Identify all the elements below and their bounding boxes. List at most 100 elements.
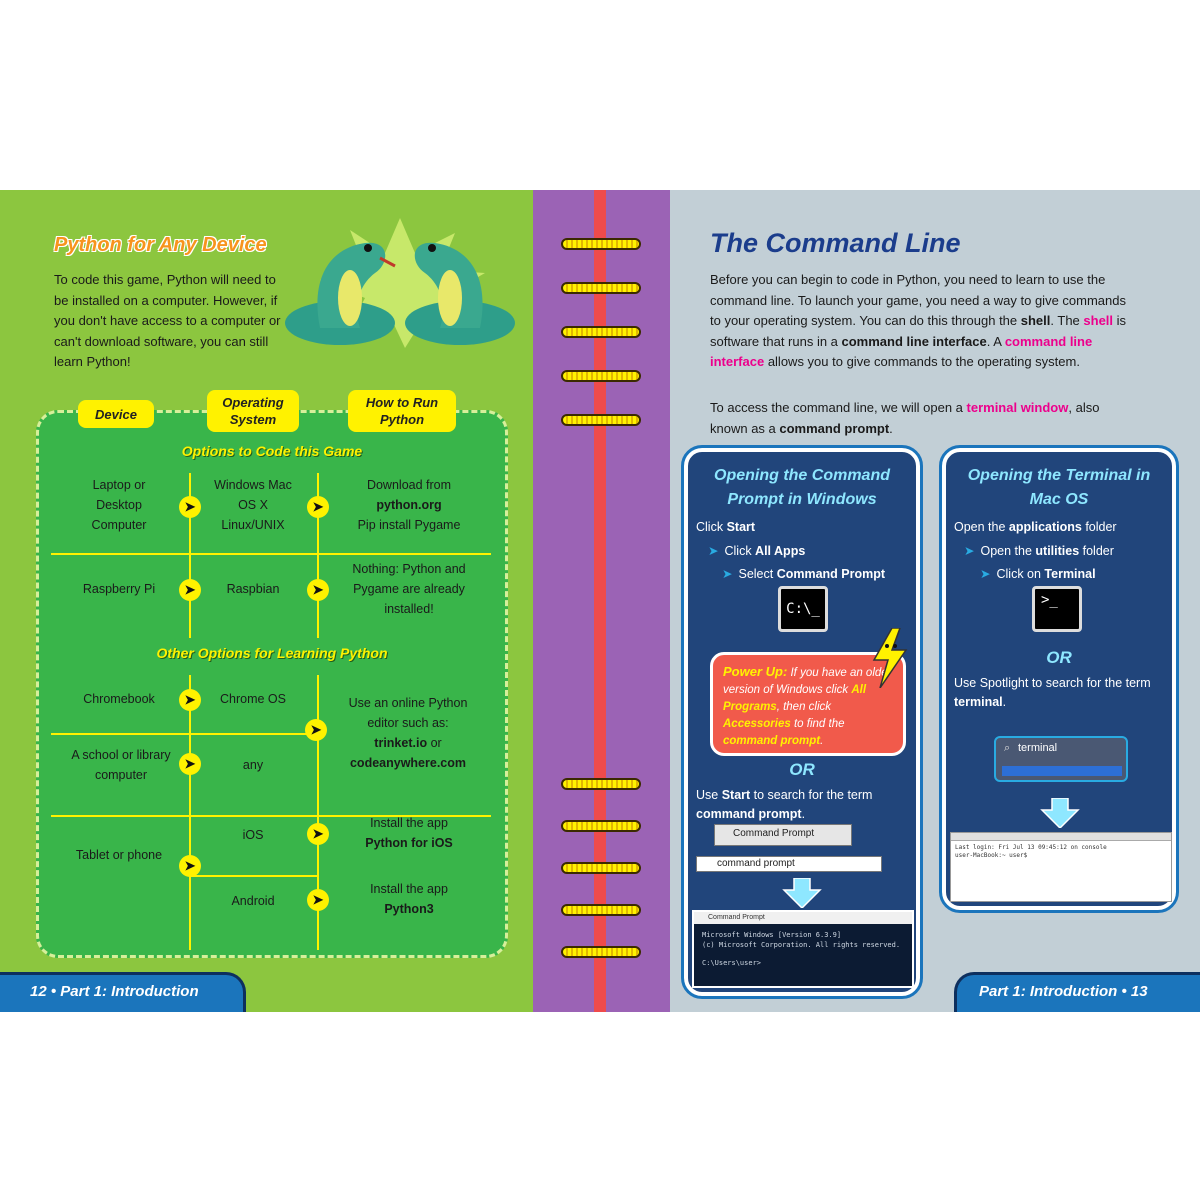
online-run-trinket: trinket.io [374, 736, 428, 750]
section-title-options: Options to Code this Game [181, 443, 363, 459]
arrow-icon: ➤ [307, 496, 329, 518]
intro-text: is software that runs in a [710, 313, 1127, 349]
terminal-line: Last login: Fri Jul 13 09:45:12 on conso… [955, 844, 1107, 851]
arrow-icon: ➤ [307, 579, 329, 601]
terminal-icon: >_ [1032, 586, 1082, 632]
step-bold: Start [721, 788, 751, 802]
spotlight-search: ⌕ terminal [994, 736, 1128, 782]
step-text: folder [1079, 544, 1114, 558]
right-footer-text: Part 1: Introduction • 13 [979, 983, 1148, 1000]
options-table-box: Options to Code this Game Laptop or Desk… [36, 410, 508, 958]
intro-text: . A [986, 333, 1005, 349]
step-text: Open the [954, 520, 1009, 534]
arrow-icon: ➤ [305, 719, 327, 741]
snakes-illustration [285, 218, 515, 348]
cell-tablet-device: Tablet or phone [75, 848, 163, 862]
cmd-window-titlebar: Command Prompt [694, 912, 912, 924]
step-text: Use [696, 788, 722, 802]
right-page-footer: Part 1: Introduction • 13 [954, 972, 1200, 1012]
start-search-result: Command Prompt [714, 824, 852, 846]
down-arrow-icon [1040, 798, 1080, 828]
windows-panel-title: Opening the Command Prompt in Windows [714, 467, 890, 508]
left-page-footer: 12 • Part 1: Introduction [0, 972, 246, 1012]
power-up-callout: Power Up: If you have an older version o… [710, 652, 906, 756]
cell-pi-device: Raspberry Pi [82, 582, 156, 596]
right-intro-paragraph: Before you can begin to code in Python, … [710, 270, 1130, 373]
step-text: Use Spotlight to search for the term [954, 676, 1151, 690]
left-intro-paragraph: To code this game, Python will need to b… [54, 272, 281, 369]
arrow-icon: ➤ [307, 889, 329, 911]
mac-instructions-panel: Opening the Terminal in Mac OS Open the … [939, 445, 1179, 913]
spiral-ring [561, 370, 641, 382]
cell-ios-run: Install the app Python for iOS [339, 813, 479, 853]
mac-step-1: Open the applications folder [954, 520, 1117, 534]
spiral-ring [561, 904, 641, 916]
spiral-ring [561, 282, 641, 294]
win-step-3: ➤Select Command Prompt [722, 566, 885, 581]
step-text: Click on [996, 567, 1045, 581]
mac-spotlight-instruction: Use Spotlight to search for the term ter… [954, 674, 1174, 712]
cell-pi-run: Nothing: Python and Pygame are already i… [352, 562, 466, 616]
step-text: . [1002, 695, 1007, 709]
android-run-line2: Python3 [384, 902, 434, 916]
section-title-other: Other Options for Learning Python [156, 645, 388, 661]
step-bold: Start [726, 520, 756, 534]
spotlight-query: terminal [1018, 742, 1058, 754]
step-bold: applications [1008, 520, 1082, 534]
power-up-text: If you have an older version of Windows … [723, 667, 892, 696]
step-bold: All Apps [755, 544, 806, 558]
mac-step-2: ➤Open the utilities folder [964, 543, 1114, 558]
step-text: to search for the term [750, 788, 873, 802]
glossary-term-terminal-window: terminal window [966, 400, 1069, 415]
column-tab-run: How to Run Python [348, 390, 456, 432]
step-bold: Command Prompt [776, 567, 886, 581]
ios-run-line2: Python for iOS [365, 836, 453, 850]
cell-ios-os: iOS [242, 828, 264, 842]
mac-panel-title: Opening the Terminal in Mac OS [967, 467, 1151, 508]
arrow-icon: ➤ [179, 496, 201, 518]
glossary-term-shell: shell [1083, 313, 1114, 328]
intro-cli-bold: command line interface [841, 333, 987, 349]
intro-text: To access the command line, we will open… [710, 400, 967, 415]
right-page: The Command Line Before you can begin to… [670, 190, 1200, 1012]
chevron-right-icon: ➤ [708, 544, 719, 558]
step-text: Open the [980, 544, 1036, 558]
power-up-text: to find the [790, 718, 845, 730]
spiral-ring [561, 778, 641, 790]
snake-left-eye [364, 244, 372, 252]
divider [51, 815, 491, 817]
down-arrow-icon [782, 878, 822, 908]
chevron-right-icon: ➤ [980, 567, 991, 581]
step-bold: utilities [1035, 544, 1080, 558]
snake-right-belly [438, 270, 462, 326]
cell-laptop-os: Windows Mac OS X Linux/UNIX [214, 478, 292, 532]
left-footer-text: 12 • Part 1: Introduction [30, 983, 199, 1000]
spine-stripe [594, 190, 606, 1012]
step-text: folder [1081, 520, 1117, 534]
step-text: . [801, 807, 806, 821]
intro-command-prompt-bold: command prompt [779, 420, 890, 436]
or-divider: OR [1046, 648, 1072, 667]
power-up-command-prompt: command prompt [723, 735, 821, 747]
spiral-ring [561, 414, 641, 426]
win-search-instruction: Use Start to search for the term command… [696, 786, 916, 824]
online-run-line1: Use an online Python editor such as: [348, 696, 468, 730]
column-tab-os: Operating System [207, 390, 299, 432]
spiral-ring [561, 326, 641, 338]
power-up-heading: Power Up: [723, 664, 788, 679]
step-text: Click [696, 520, 727, 534]
left-page: Python for Any Device To code this game,… [0, 190, 533, 1012]
arrow-icon: ➤ [179, 689, 201, 711]
step-text: Select [738, 567, 777, 581]
spiral-ring [561, 862, 641, 874]
cell-chromebook-device: Chromebook [83, 692, 155, 706]
spiral-ring [561, 946, 641, 958]
intro-text: allows you to give commands to the opera… [764, 354, 1080, 369]
ios-run-line1: Install the app [370, 816, 448, 830]
cell-school-os: any [242, 758, 264, 772]
snake-left-belly [338, 270, 362, 326]
power-up-text: , then click [776, 701, 832, 713]
arrow-icon: ➤ [179, 579, 201, 601]
online-run-or: or [430, 736, 442, 750]
cell-android-run: Install the app Python3 [339, 879, 479, 919]
